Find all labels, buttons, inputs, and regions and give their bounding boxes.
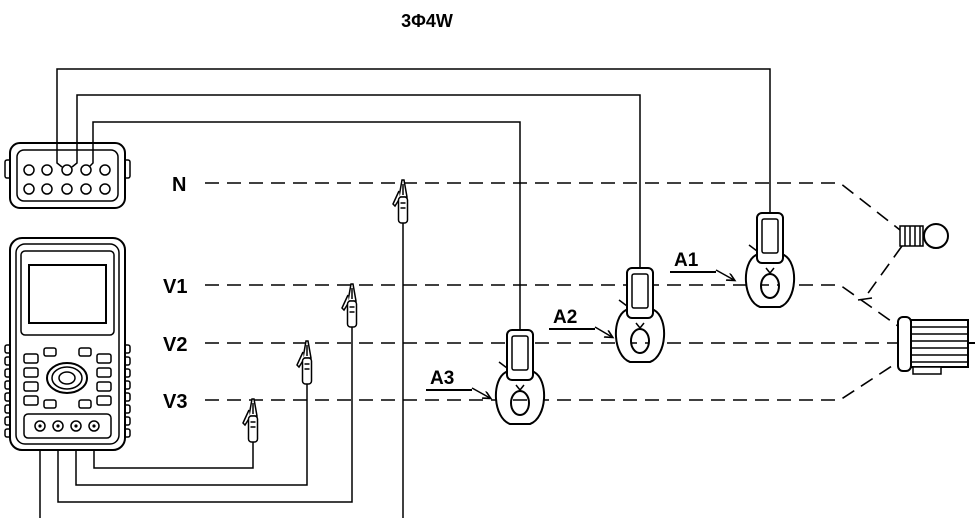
meter-terminal-pin bbox=[74, 424, 78, 428]
connector-socket bbox=[61, 164, 73, 176]
arrow-a1-icon bbox=[715, 269, 734, 280]
connector-socket bbox=[80, 164, 92, 176]
voltage-clip-v3 bbox=[242, 398, 259, 452]
motor-icon bbox=[897, 316, 975, 375]
label-v3: V3 bbox=[163, 391, 187, 413]
voltage-clip-v2 bbox=[296, 340, 313, 394]
meter-dial-ring bbox=[51, 366, 83, 390]
meter-button bbox=[43, 347, 57, 357]
current-clamp-a2 bbox=[614, 267, 666, 363]
meter-button bbox=[23, 395, 39, 406]
meter-button bbox=[96, 381, 112, 392]
motor-foot bbox=[912, 366, 942, 375]
wire-clamp-a3 bbox=[92, 121, 521, 330]
voltage-clip-v1 bbox=[341, 283, 358, 337]
connector-inner bbox=[16, 149, 119, 202]
meter-body-inner bbox=[15, 243, 120, 445]
meter-button bbox=[78, 347, 92, 357]
wire-clamp-a2 bbox=[76, 94, 641, 268]
label-a2: A2 bbox=[553, 307, 577, 328]
meter-button bbox=[23, 381, 39, 392]
label-a3: A3 bbox=[430, 368, 454, 389]
meter-terminal-pin bbox=[38, 424, 42, 428]
meter-terminal-pin bbox=[56, 424, 60, 428]
connector-socket bbox=[23, 164, 35, 176]
connector-socket bbox=[41, 164, 53, 176]
lamp-junction bbox=[857, 297, 873, 301]
meter-button bbox=[96, 395, 112, 406]
lamp-return-line bbox=[865, 245, 903, 297]
meter-button bbox=[23, 367, 39, 378]
current-clamp-a3 bbox=[494, 329, 546, 425]
line-v1 bbox=[205, 284, 899, 327]
label-a1: A1 bbox=[674, 250, 699, 271]
meter-dial-center bbox=[58, 371, 76, 385]
motor-fins bbox=[911, 326, 968, 363]
lamp-base-ridges bbox=[904, 226, 921, 246]
meter-button bbox=[23, 353, 39, 364]
arrow-a3-icon bbox=[471, 387, 490, 398]
meter-button bbox=[43, 399, 57, 409]
meter-terminal-pin bbox=[92, 424, 96, 428]
connector-socket bbox=[23, 183, 35, 195]
arrow-a2-icon bbox=[594, 326, 612, 337]
wire-clip-v1 bbox=[57, 336, 353, 503]
power-analyzer-meter bbox=[4, 237, 131, 451]
connector-box bbox=[4, 142, 131, 209]
connector-socket bbox=[80, 183, 92, 195]
connector-socket bbox=[41, 183, 53, 195]
meter-display bbox=[28, 264, 107, 324]
lamp-bulb bbox=[923, 223, 949, 249]
meter-button bbox=[78, 399, 92, 409]
connector-socket bbox=[61, 183, 73, 195]
line-n bbox=[205, 182, 901, 231]
wire-clamp-a1 bbox=[56, 68, 771, 213]
connector-socket bbox=[99, 183, 111, 195]
connector-wire-entry bbox=[56, 143, 94, 168]
connector-socket bbox=[99, 164, 111, 176]
label-v2: V2 bbox=[163, 334, 187, 356]
label-v1: V1 bbox=[163, 276, 187, 298]
meter-button bbox=[96, 367, 112, 378]
wire-clip-v2 bbox=[75, 393, 308, 486]
current-clamp-a1 bbox=[744, 212, 796, 308]
diagram-title: 3Φ4W bbox=[401, 11, 453, 31]
voltage-clip-n bbox=[392, 179, 409, 233]
label-n: N bbox=[172, 174, 186, 196]
lamp-icon bbox=[899, 223, 949, 249]
meter-button bbox=[96, 353, 112, 364]
meter-terminal-panel bbox=[23, 413, 112, 439]
line-v3 bbox=[205, 361, 899, 401]
wire-clip-v3 bbox=[93, 450, 254, 469]
motor-end-cap bbox=[897, 316, 912, 372]
